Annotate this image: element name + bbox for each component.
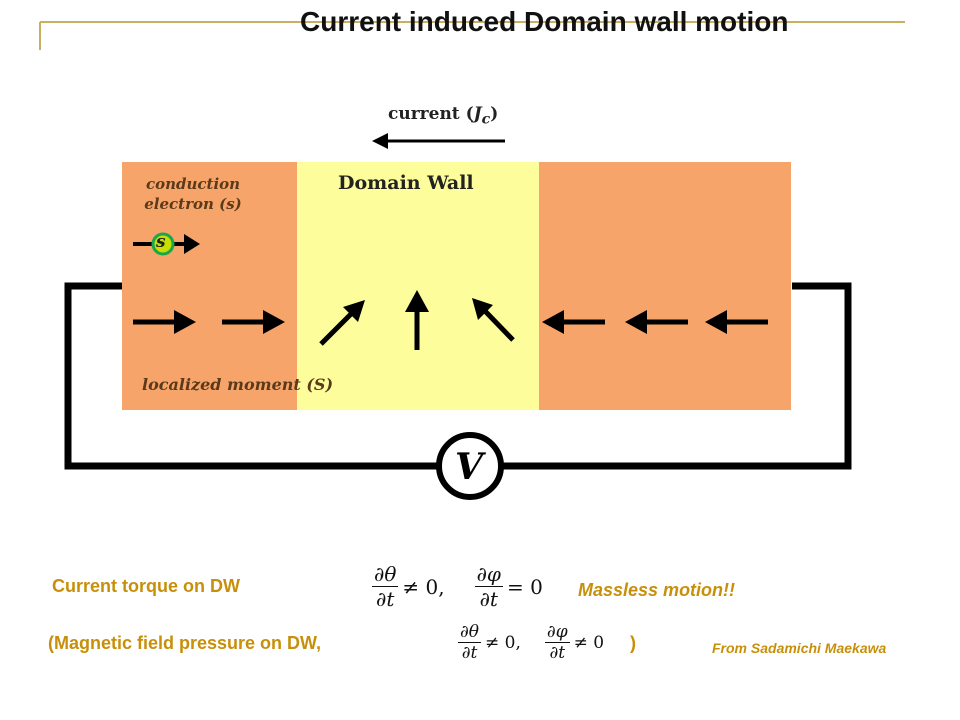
domain-wall-region bbox=[297, 162, 539, 410]
conduction-electron bbox=[133, 232, 200, 256]
slide-title: Current induced Domain wall motion bbox=[300, 6, 789, 37]
moment-arrow-left-1 bbox=[542, 310, 605, 334]
closing-paren: ) bbox=[630, 633, 636, 653]
current-label-prefix: current ( bbox=[388, 104, 474, 124]
moment-arrow-left-2 bbox=[625, 310, 688, 334]
voltmeter-symbol: V bbox=[455, 446, 483, 488]
equation-field: ∂θ∂t ≠ 0, ∂φ∂t ≠ 0 bbox=[458, 622, 608, 663]
domain-wall-label: Domain Wall bbox=[338, 172, 474, 194]
massless-motion-text: Massless motion!! bbox=[578, 580, 736, 600]
dphi-num-2: ∂φ bbox=[544, 622, 570, 643]
dtheta-den-2: ∂t bbox=[461, 643, 478, 663]
dphi-den-2: ∂t bbox=[549, 643, 566, 663]
moment-arrow-right-2 bbox=[222, 310, 285, 334]
credit-text: From Sadamichi Maekawa bbox=[712, 640, 887, 656]
dphi-dt: ∂φ∂t bbox=[474, 562, 503, 611]
moment-arrow-left-3 bbox=[705, 310, 768, 334]
conduction-label-line2: electron (s) bbox=[144, 195, 242, 213]
electron-symbol: s bbox=[156, 232, 166, 252]
magnetic-field-text: (Magnetic field pressure on DW, bbox=[48, 633, 322, 653]
current-symbol: J bbox=[473, 104, 482, 124]
localized-moment-label: localized moment (S) bbox=[142, 375, 334, 394]
dtheta-num: ∂θ bbox=[372, 562, 399, 587]
dphi-num: ∂φ bbox=[474, 562, 503, 587]
dphi-dt-2: ∂φ∂t bbox=[544, 622, 570, 663]
current-subscript: c bbox=[481, 111, 491, 128]
circuit-wire-right bbox=[502, 282, 852, 470]
equation-current: ∂θ∂t ≠ 0, ∂φ∂t = 0 bbox=[372, 562, 547, 611]
right-domain bbox=[539, 162, 791, 410]
dtheta-den: ∂t bbox=[376, 587, 395, 611]
conduction-label-line1: conduction bbox=[145, 175, 241, 193]
eq1-relation-1: ≠ 0, bbox=[402, 574, 445, 599]
moment-arrow-right-1 bbox=[133, 310, 196, 334]
dphi-den: ∂t bbox=[479, 587, 498, 611]
eq2-relation-2: ≠ 0 bbox=[573, 632, 605, 653]
circuit-wire-left bbox=[64, 282, 440, 470]
current-label-suffix: ) bbox=[490, 104, 499, 124]
electron-dot bbox=[151, 232, 175, 256]
current-label: current (Jc) bbox=[388, 104, 498, 127]
dtheta-dt: ∂θ∂t bbox=[372, 562, 399, 611]
voltmeter bbox=[436, 432, 504, 500]
moment-arrow-diag-right bbox=[319, 300, 365, 346]
eq2-relation-1: ≠ 0, bbox=[485, 632, 521, 653]
moment-arrow-up bbox=[405, 290, 429, 350]
current-arrow bbox=[372, 133, 505, 149]
left-domain bbox=[122, 162, 297, 410]
dtheta-num-2: ∂θ bbox=[458, 622, 482, 643]
dtheta-dt-2: ∂θ∂t bbox=[458, 622, 482, 663]
conduction-electron-label: conduction electron (s) bbox=[128, 174, 258, 214]
current-torque-text: Current torque on DW bbox=[52, 576, 240, 596]
eq1-relation-2: = 0 bbox=[506, 574, 543, 599]
moment-arrow-diag-left bbox=[472, 298, 515, 342]
